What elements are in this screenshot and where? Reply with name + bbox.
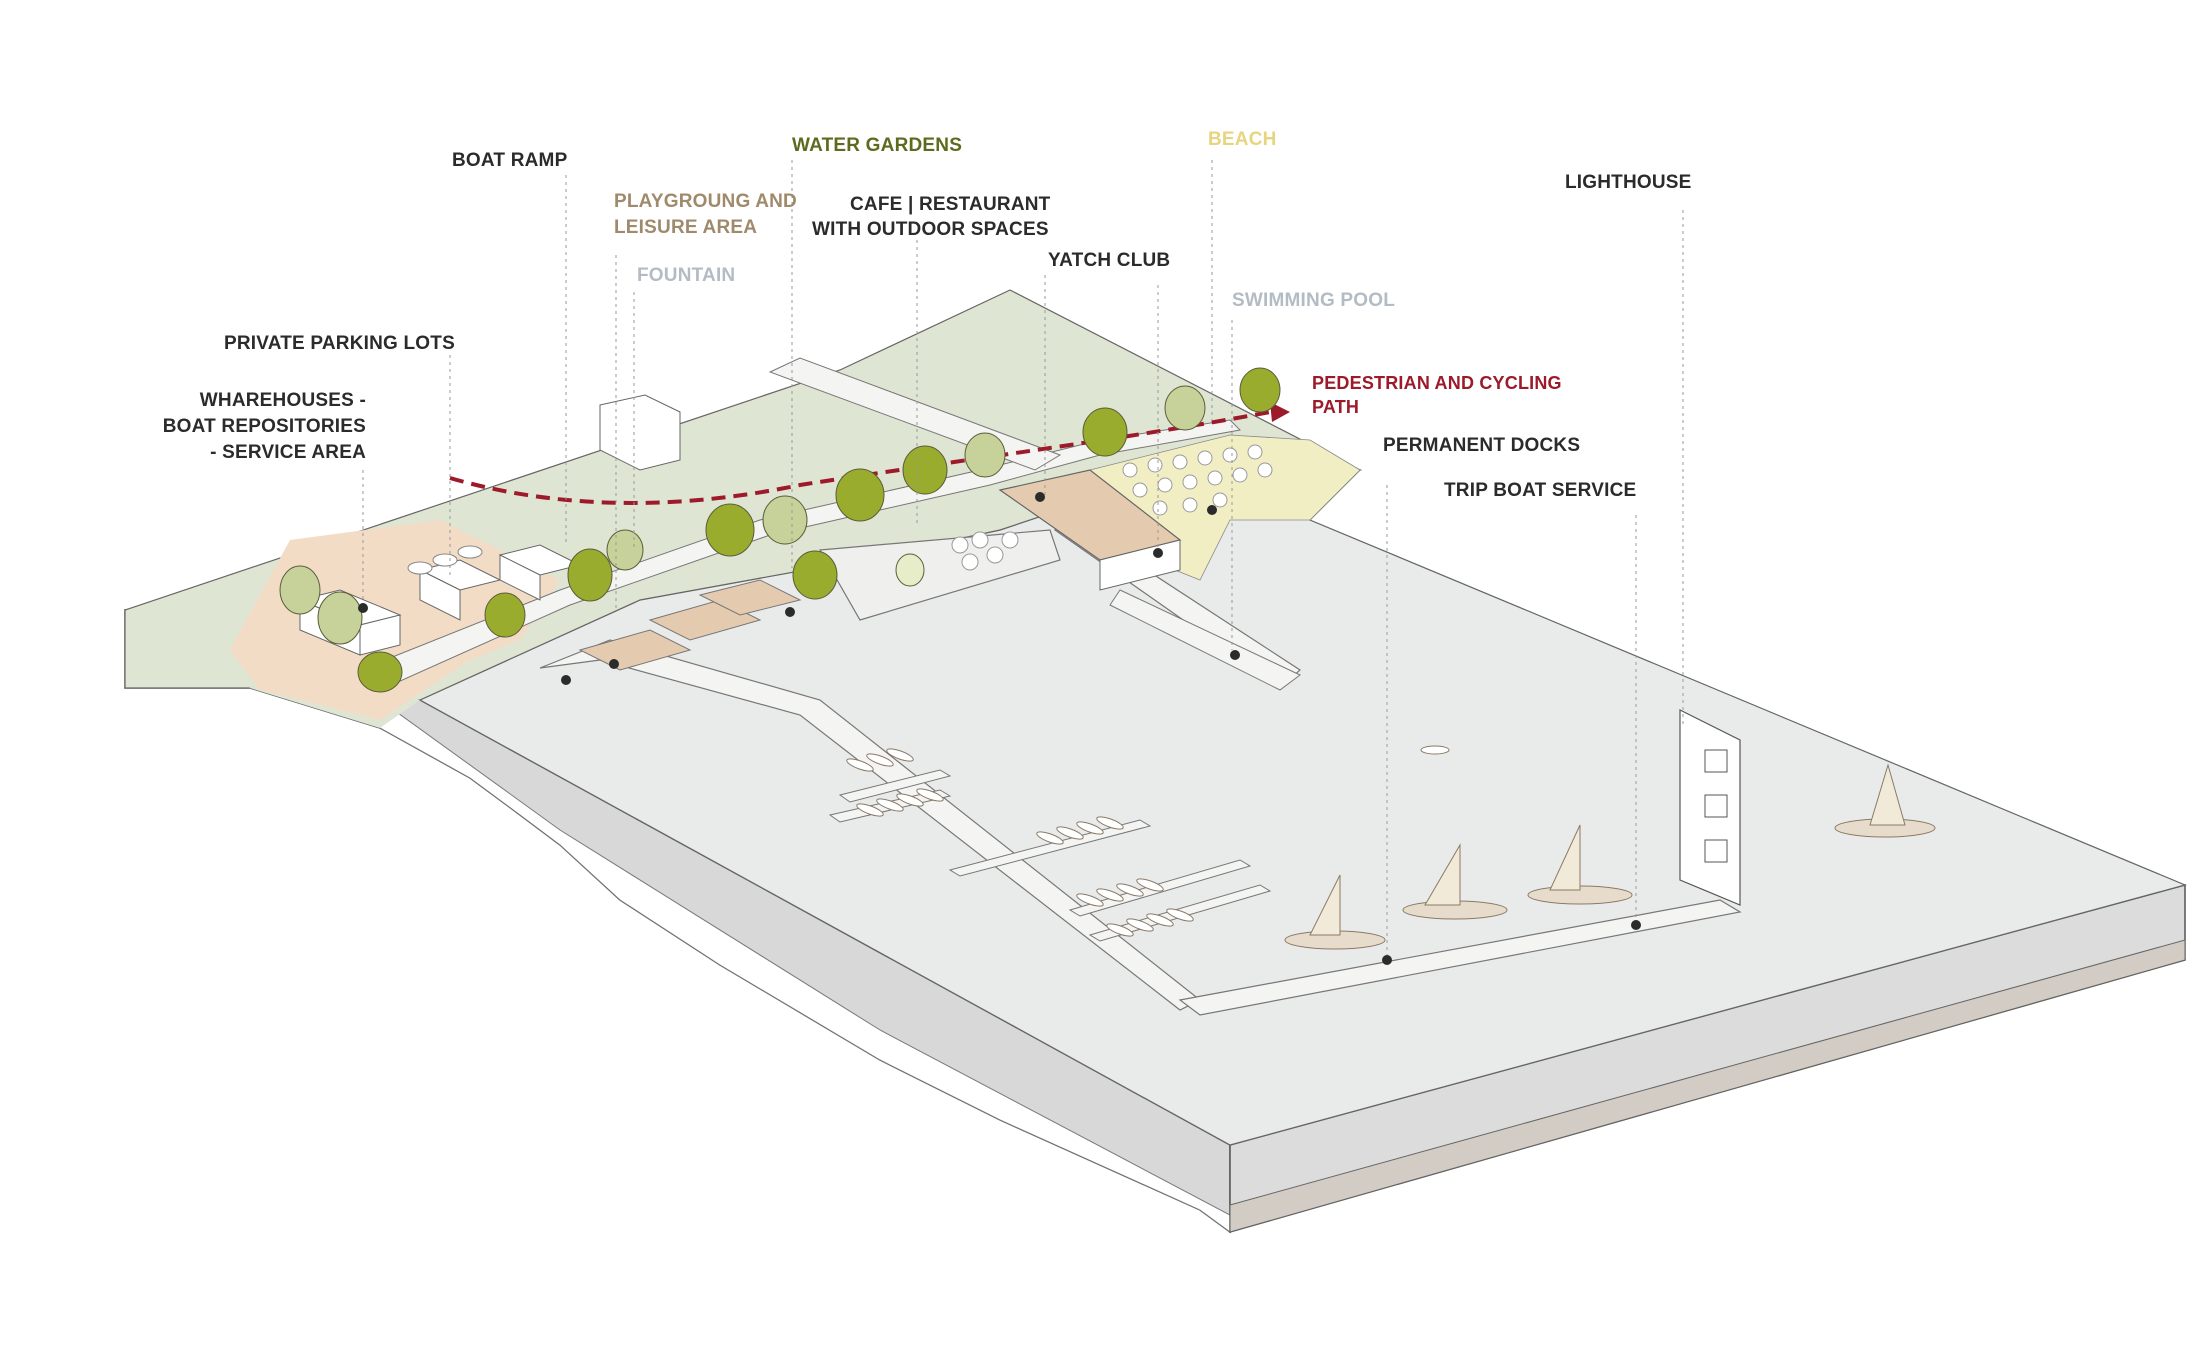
label-warehouses-line1: WHAREHOUSES - (199, 390, 366, 411)
label-permanent-docks: PERMANENT DOCKS (1383, 435, 1581, 456)
label-private-parking: PRIVATE PARKING LOTS (224, 333, 455, 354)
label-playground-line2: LEISURE AREA (614, 217, 758, 238)
label-fountain: FOUNTAIN (637, 265, 736, 286)
label-cafe-line2: WITH OUTDOOR SPACES (812, 219, 1049, 240)
path-arrow-icon (1270, 402, 1290, 422)
label-swimming-pool: SWIMMING POOL (1232, 290, 1396, 311)
promenade (359, 419, 1242, 691)
label-yacht-club: YATCH CLUB (1048, 250, 1171, 271)
label-water-gardens: WATER GARDENS (792, 135, 963, 156)
sailboats (1284, 763, 1936, 950)
lighthouse-building (1679, 709, 1741, 906)
label-path-line1: PEDESTRIAN AND CYCLING (1312, 373, 1562, 393)
label-warehouses-line2: BOAT REPOSITORIES (162, 416, 366, 437)
callout-dots (358, 492, 1641, 965)
label-boat-ramp: BOAT RAMP (452, 150, 568, 171)
label-lighthouse: LIGHTHOUSE (1565, 172, 1692, 193)
label-beach: BEACH (1208, 129, 1277, 150)
label-playground-line1: PLAYGROUNG AND (614, 191, 797, 212)
leader-lines (362, 160, 1684, 955)
label-trip-boat: TRIP BOAT SERVICE (1444, 480, 1637, 501)
playground (578, 579, 802, 671)
label-path-line2: PATH (1312, 397, 1360, 417)
parasols (951, 444, 1273, 571)
label-cafe-line1: CAFE | RESTAURANT (850, 194, 1051, 215)
moored-boats (846, 745, 1450, 937)
parking-lots (407, 545, 483, 575)
label-warehouses-line3: - SERVICE AREA (210, 442, 366, 463)
